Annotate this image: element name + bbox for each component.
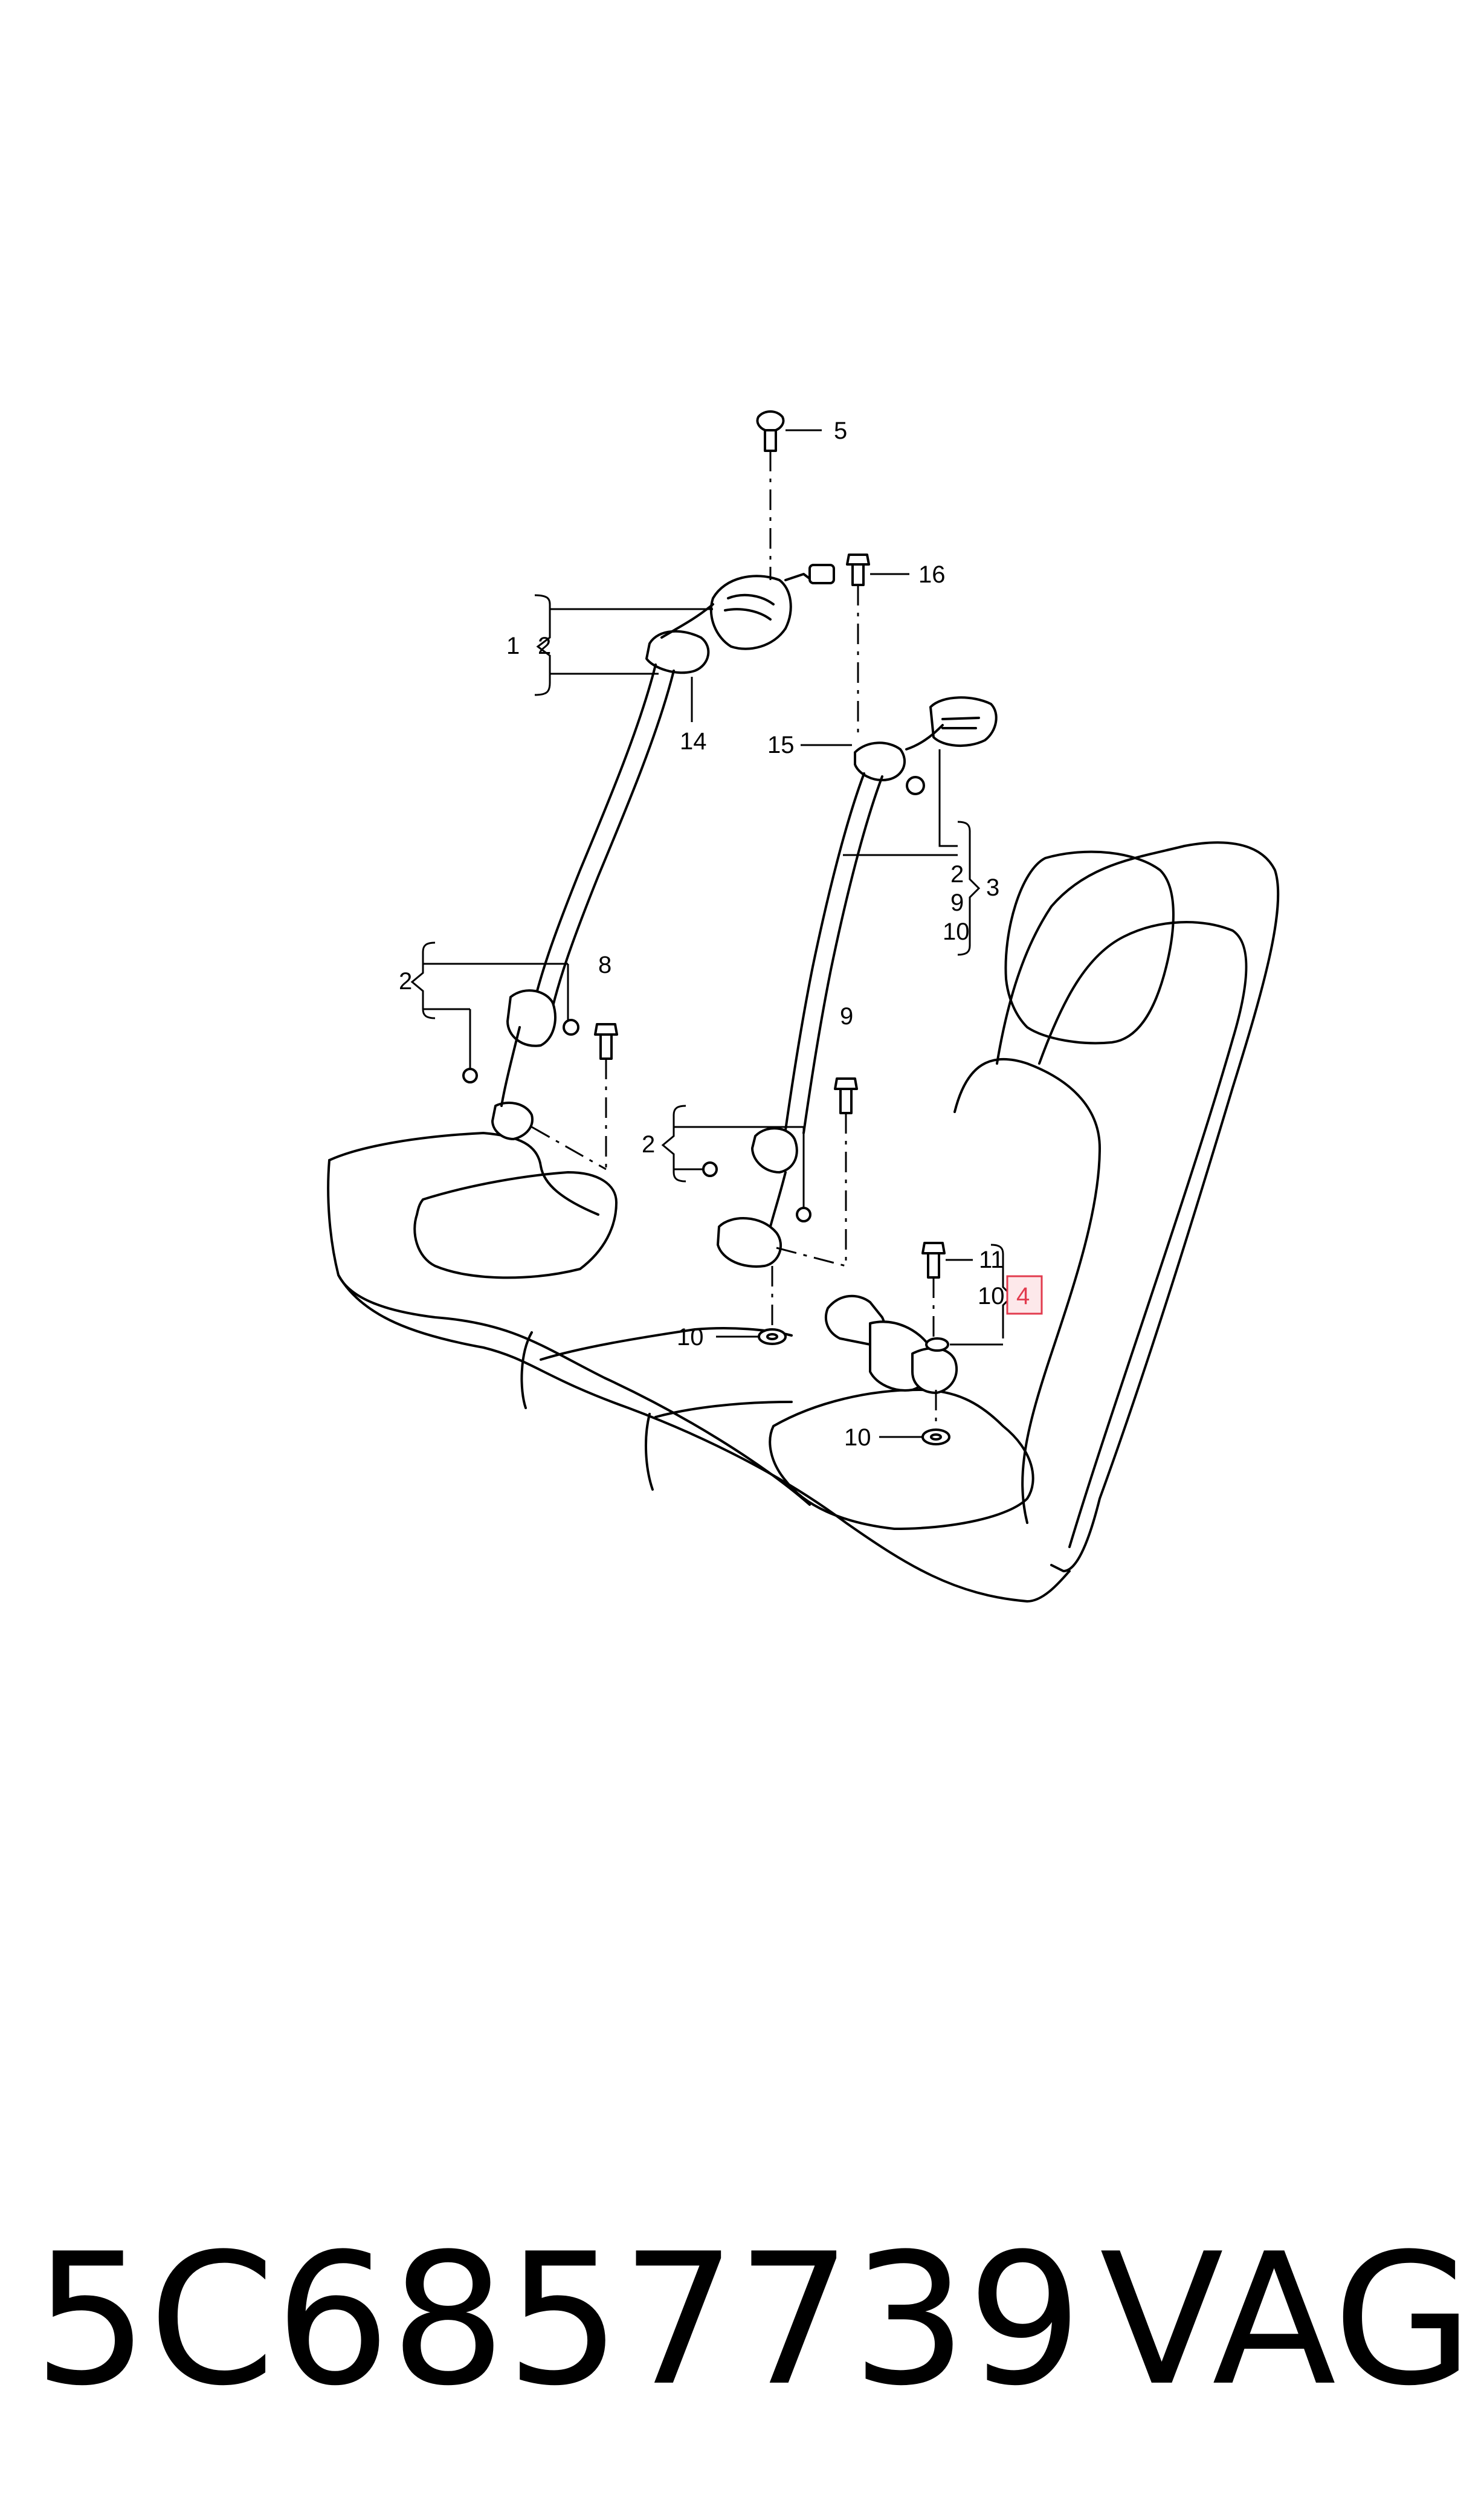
callout-2-mid: 2 [642,1131,655,1158]
bolt-11 [921,1242,946,1279]
washer-10-buckle [925,1337,949,1352]
brand-name: VAG [1100,2215,1474,2426]
callout-1: 1 [506,633,520,659]
bolt-5 [756,410,785,452]
callout-9-right: 9 [950,889,964,916]
callout-10-buckle: 10 [978,1283,1005,1309]
left-belt-tongue [506,989,556,1047]
center-seat-belt [702,696,998,1268]
footer: 5C6857739 VAG [0,2200,1484,2441]
seat-backrest [953,841,1280,1572]
callout-4-highlighted: 4 [1016,1283,1030,1309]
center-belt-tongue [751,1127,798,1173]
left-retractor [709,575,792,650]
callout-2-right: 2 [950,861,964,888]
mounting-axis-lines [531,451,937,1430]
callout-2-left: 2 [399,968,412,995]
left-lower-anchor [491,1102,534,1140]
callout-10-right: 10 [943,918,970,945]
bolt-9 [834,1077,858,1114]
callout-8: 8 [598,952,611,978]
bolt-group [594,410,950,1445]
bolt-8 [594,1023,618,1060]
left-seat-belt [462,564,835,1140]
bolt-16 [846,554,870,586]
seat-cushion [327,1132,1071,1603]
callout-3: 3 [986,874,999,901]
center-lower-anchor [717,1217,782,1268]
seat-belt-buckle [824,1294,958,1394]
center-retractor [929,696,998,747]
callout-2-top: 2 [538,633,551,659]
callout-5: 5 [834,418,847,444]
callout-16: 16 [918,561,946,588]
callout-11: 11 [979,1247,1004,1273]
callout-9-mid: 9 [840,1003,853,1030]
part-number: 5C6857739 [33,2215,1083,2426]
callout-15: 15 [767,732,795,758]
callout-14: 14 [680,728,707,755]
highlight-box-4 [1006,1275,1043,1315]
callout-10-center: 10 [677,1324,704,1351]
callout-labels: 5 16 1 2 14 15 2 9 10 3 2 8 9 2 11 10 4 … [399,418,1043,1451]
callout-10-bottom: 10 [844,1424,871,1451]
leader-lines [410,429,1014,1438]
